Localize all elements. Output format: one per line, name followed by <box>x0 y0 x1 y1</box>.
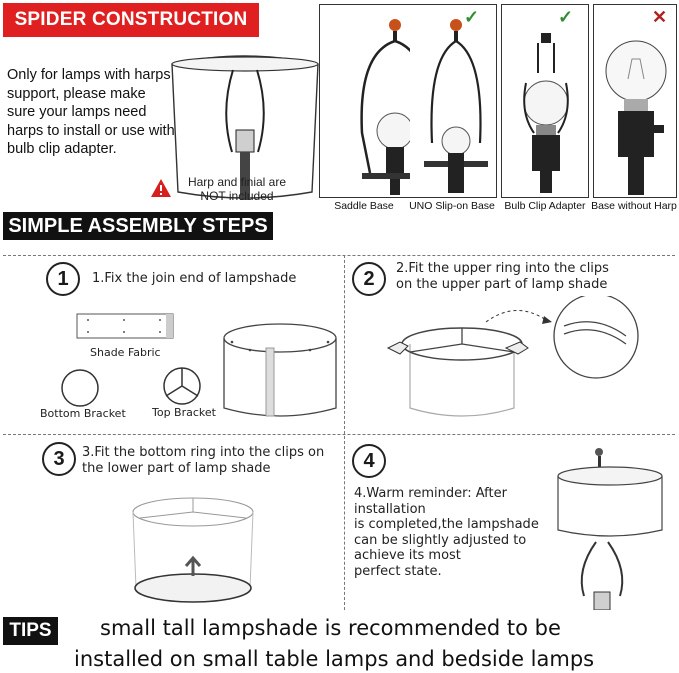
base-card-no-harp: ✕ <box>593 4 677 198</box>
step-3-text: 3.Fit the bottom ring into the clips on … <box>82 445 324 476</box>
spider-construction-banner: SPIDER CONSTRUCTION <box>3 3 259 37</box>
uno-harp-illustration <box>424 19 488 193</box>
bulb-clip-illustration <box>523 33 569 193</box>
intro-text: Only for lamps with harps support, pleas… <box>7 67 175 157</box>
step-2-text: 2.Fit the upper ring into the clips on t… <box>396 261 609 292</box>
warning-text: Harp and finial are NOT included <box>178 175 296 203</box>
step-1-drum-illustration <box>223 323 337 417</box>
check-icon: ✓ <box>558 7 574 27</box>
step-2-text-line-2: on the upper part of lamp shade <box>396 276 608 292</box>
top-bracket-label: Top Bracket <box>152 406 216 419</box>
step-4-text-line-3: is completed,the lampshade <box>354 517 539 532</box>
step-4-text-line-1: 4.Warm reminder: After <box>354 486 507 501</box>
step-3-text-line-2: the lower part of lamp shade <box>82 460 271 476</box>
step-2-upper-ring-illustration <box>386 296 639 417</box>
bottom-bracket-illustration <box>61 369 99 407</box>
steps-grid-top-border <box>3 255 675 616</box>
step-2-number: 2 <box>352 262 386 296</box>
shade-fabric-label: Shade Fabric <box>90 346 161 359</box>
check-icon: ✓ <box>464 7 480 27</box>
base-label-saddle: Saddle Base <box>334 200 394 212</box>
base-label-bulb-clip: Bulb Clip Adapter <box>504 200 586 212</box>
bottom-bracket-label: Bottom Bracket <box>40 407 126 420</box>
base-card-uno: ✓ <box>410 4 497 198</box>
tips-line-1: small tall lampshade is recommended to b… <box>100 616 561 640</box>
step-3-number: 3 <box>42 442 76 476</box>
step-4-text-line-6: perfect state. <box>354 563 442 579</box>
step-2-text-line-1: 2.Fit the upper ring into the clips <box>396 261 609 276</box>
step-3-bottom-ring-illustration <box>132 497 254 603</box>
tips-badge: TIPS <box>3 617 58 645</box>
top-bracket-illustration <box>163 367 201 405</box>
step-4-finished-lamp-illustration <box>557 448 663 610</box>
step-4-text-line-2: installation <box>354 501 426 517</box>
base-without-harp-illustration <box>605 40 667 195</box>
steps-grid-horizontal-divider <box>3 434 675 435</box>
warning-line-1: Harp and finial are <box>187 175 287 189</box>
step-4-text-line-5: achieve its most <box>354 548 461 563</box>
warning-triangle-icon <box>151 179 171 197</box>
warning-line-2: NOT included <box>200 188 274 203</box>
shade-fabric-illustration <box>76 313 174 339</box>
step-4-number: 4 <box>352 444 386 478</box>
step-4-text-line-4: can be slightly adjusted to <box>354 532 527 548</box>
base-label-uno: UNO Slip-on Base <box>409 200 495 212</box>
assembly-steps-banner: SIMPLE ASSEMBLY STEPS <box>3 212 273 240</box>
base-card-bulb-clip: ✓ <box>501 4 589 198</box>
warning-notice: Harp and finial are NOT included <box>150 175 300 206</box>
step-3-text-line-1: 3.Fit the bottom ring into the clips on <box>82 445 325 460</box>
lampshade-harp-illustration <box>171 55 319 200</box>
step-4-text: 4.Warm reminder: After installation is c… <box>354 486 554 579</box>
cross-icon: ✕ <box>652 7 668 27</box>
steps-grid-vertical-divider <box>344 255 345 610</box>
base-label-no-harp: Base without Harp <box>591 200 677 212</box>
step-1-number: 1 <box>46 262 80 296</box>
tips-line-2: installed on small table lamps and bedsi… <box>74 647 595 671</box>
step-1-text: 1.Fix the join end of lampshade <box>92 271 297 286</box>
